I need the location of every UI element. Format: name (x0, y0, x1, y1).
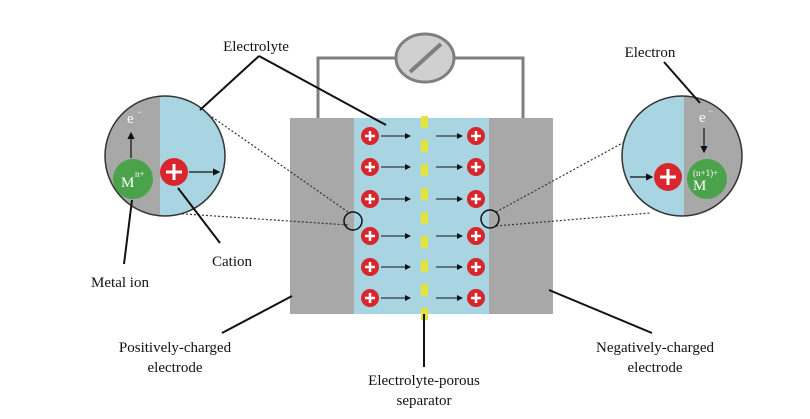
cation-plus-icon (654, 163, 682, 191)
cation-plus-icon (361, 127, 379, 145)
left-electron-symbol: e (127, 111, 134, 127)
metal-ion-icon: M (n+1)+ (687, 159, 727, 199)
leader-lines (123, 55, 701, 367)
left-electron-charge: − (137, 107, 142, 117)
label-metal-ion: Metal ion (91, 275, 149, 291)
left-metal-symbol: M (121, 175, 134, 191)
cation-plus-icon (467, 190, 485, 208)
label-positive-electrode-2: electrode (148, 360, 203, 376)
cation-plus-icon (467, 227, 485, 245)
left-inset: e − M n+ (104, 95, 226, 217)
cation-plus-icon (361, 289, 379, 307)
right-metal-symbol: M (693, 178, 706, 194)
cation-rows (361, 127, 485, 307)
label-negative-electrode-2: electrode (628, 360, 683, 376)
label-cation: Cation (212, 254, 252, 270)
cation-plus-icon (467, 158, 485, 176)
separator (421, 116, 428, 320)
cation-plus-icon (467, 127, 485, 145)
separator-dash (421, 164, 428, 176)
cation-plus-icon (467, 289, 485, 307)
separator-dash (421, 140, 428, 152)
positive-electrode (290, 118, 354, 314)
right-electron-symbol: e (699, 110, 706, 126)
separator-dash (421, 236, 428, 248)
separator-dash (421, 284, 428, 296)
label-positive-electrode-1: Positively-charged (119, 340, 232, 356)
left-zoom-marker (343, 211, 363, 231)
label-separator-1: Electrolyte-porous (368, 373, 480, 389)
external-circuit (316, 32, 525, 118)
cation-plus-icon (361, 227, 379, 245)
separator-dash (421, 212, 428, 224)
right-zoom-marker (480, 209, 500, 229)
negative-electrode (489, 118, 553, 314)
cation-plus-icon (361, 190, 379, 208)
left-metal-charge: n+ (135, 169, 145, 179)
label-electrolyte: Electrolyte (223, 39, 289, 55)
cation-plus-icon (361, 158, 379, 176)
cation-plus-icon (361, 258, 379, 276)
label-electron: Electron (625, 45, 676, 61)
label-separator-2: separator (397, 393, 452, 409)
separator-dash (421, 260, 428, 272)
right-inset: e − M (n+1)+ (621, 95, 743, 217)
cation-plus-icon (467, 258, 485, 276)
right-electron-charge: − (708, 106, 713, 116)
labels: Electrolyte Electron Metal ion Cation Po… (91, 39, 714, 409)
separator-dash (421, 116, 428, 128)
cation-plus-icon (160, 158, 188, 186)
label-negative-electrode-1: Negatively-charged (596, 340, 715, 356)
separator-dash (421, 188, 428, 200)
right-metal-charge: (n+1)+ (693, 168, 718, 178)
metal-ion-icon: M n+ (113, 159, 153, 199)
load-bulb-icon (394, 32, 456, 84)
cell-body (290, 116, 553, 320)
